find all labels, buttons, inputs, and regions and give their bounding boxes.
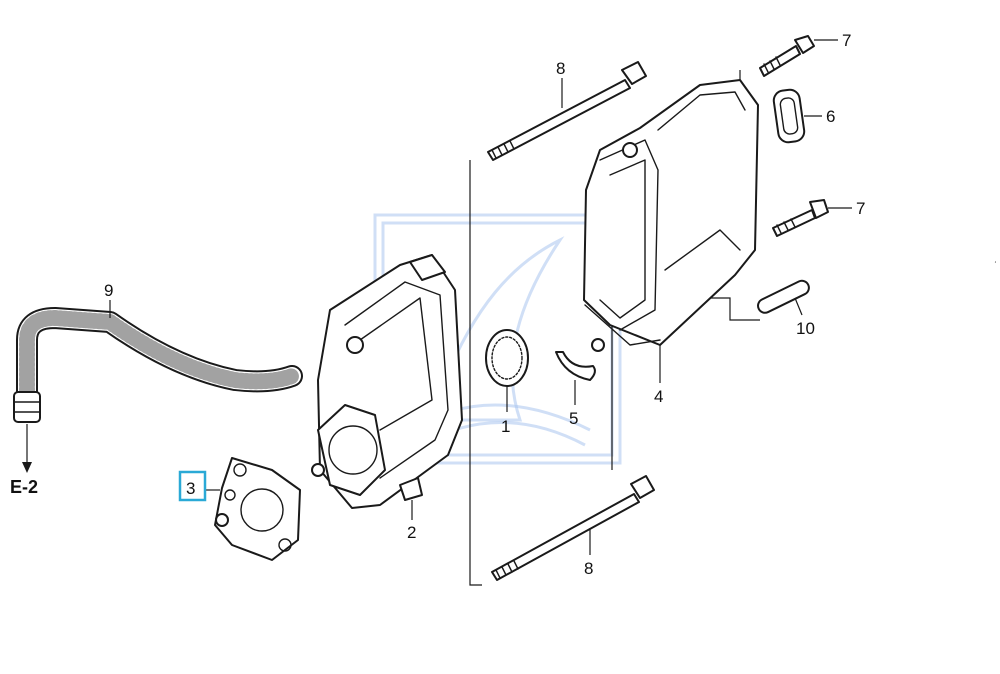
callout-1: 1 — [501, 417, 510, 436]
callout-7-lower: 7 — [856, 199, 865, 218]
leader-right-assembly — [611, 297, 760, 470]
leader-10 — [794, 297, 803, 316]
breather-tube — [757, 255, 996, 314]
long-bolt-upper — [487, 61, 647, 161]
callout-7-upper: 7 — [842, 31, 851, 50]
callout-6: 6 — [826, 107, 835, 126]
callout-8-upper: 8 — [556, 59, 565, 78]
callout-5: 5 — [569, 409, 578, 428]
short-bolt-upper — [759, 35, 815, 77]
retaining-clip — [555, 351, 596, 381]
callout-4: 4 — [654, 387, 663, 406]
short-bolt-lower — [772, 199, 829, 237]
callout-3-highlight-box — [178, 470, 207, 502]
callout-2: 2 — [407, 523, 416, 542]
shield-logo-watermark-icon — [373, 213, 622, 465]
arrow-head-e2-icon — [22, 462, 32, 473]
leader-bolt-top — [469, 160, 482, 586]
reference-e2: E-2 — [10, 477, 38, 497]
back-plate — [583, 79, 759, 352]
callout-9: 9 — [104, 281, 113, 300]
rear-cover-body — [311, 254, 463, 509]
breather-hose — [13, 307, 303, 423]
strainer-screen — [485, 329, 529, 387]
gasket — [214, 457, 301, 561]
grommet — [772, 88, 806, 144]
long-bolt-lower — [491, 475, 655, 581]
callout-8-lower: 8 — [584, 559, 593, 578]
callout-10: 10 — [796, 319, 815, 338]
callout-3: 3 — [186, 479, 195, 498]
